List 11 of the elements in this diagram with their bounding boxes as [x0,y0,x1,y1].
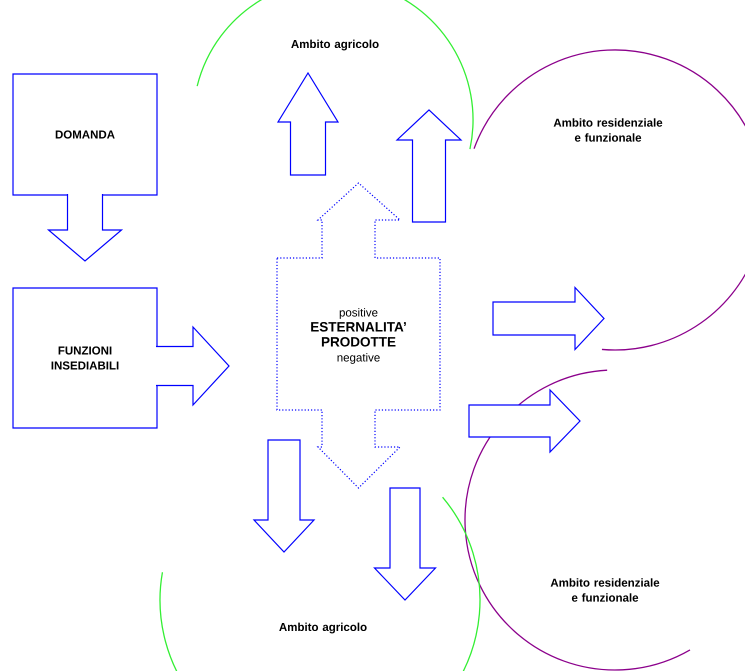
dotted-double-arrow-box: positive ESTERNALITA’ PRODOTTE negative [276,182,441,489]
block-arrow [492,286,605,352]
block-arrow [155,325,230,407]
process-box: FUNZIONI INSEDIABILI [12,287,158,429]
block-arrow [252,439,316,553]
block-arrow [46,193,124,262]
process-box: DOMANDA [12,73,158,196]
block-arrow [468,388,581,454]
block-arrow [395,109,463,223]
block-arrow [276,72,340,176]
block-arrow [373,487,437,601]
